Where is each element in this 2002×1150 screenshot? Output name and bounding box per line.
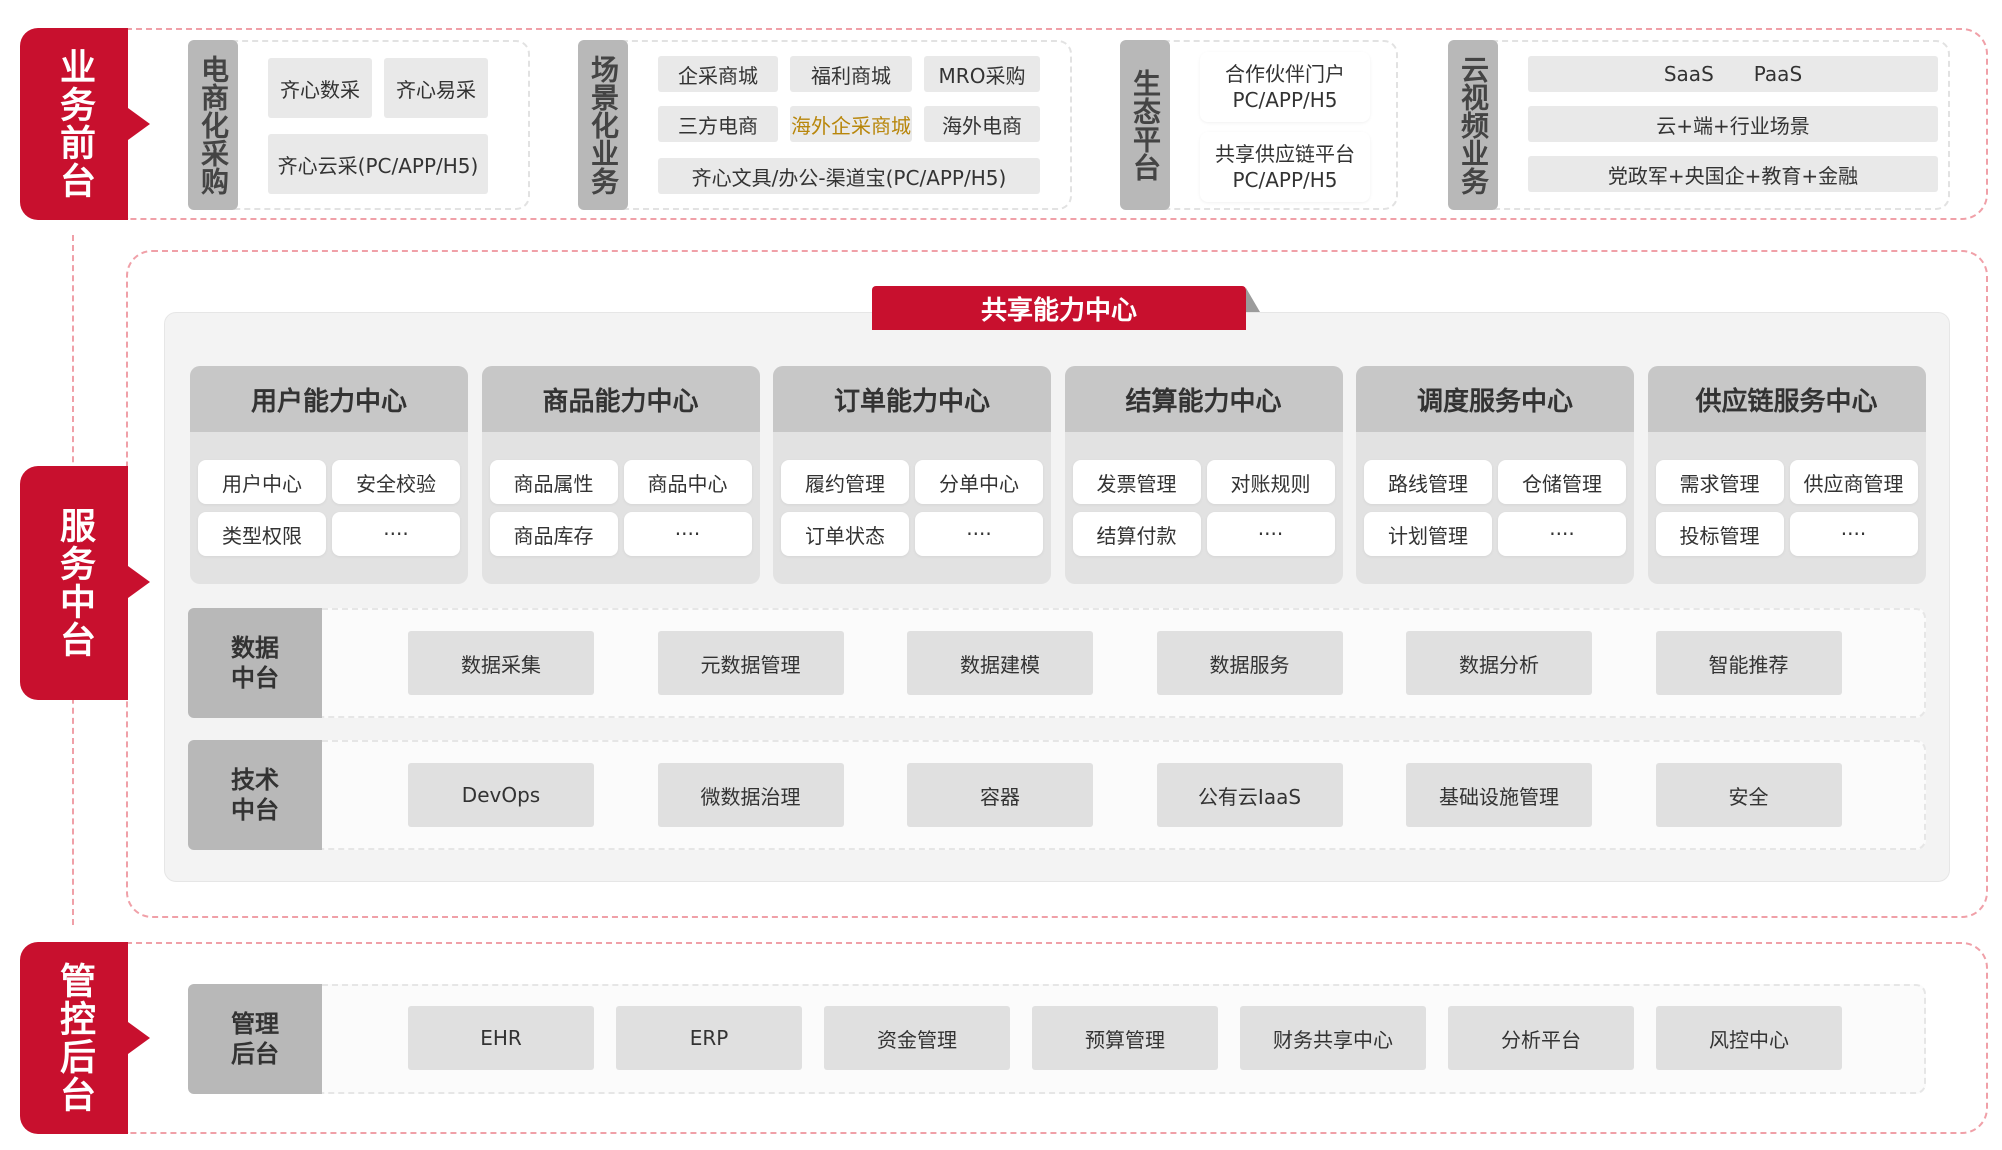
capability-card-title: 订单能力中心	[773, 366, 1051, 432]
front-layer-frame	[126, 28, 1988, 220]
tech-platform-item[interactable]: 微数据治理	[657, 763, 844, 827]
tech-platform-item[interactable]: 基础设施管理	[1406, 763, 1592, 827]
capability-item[interactable]: 仓储管理	[1498, 460, 1626, 504]
back-office-item[interactable]: EHR	[408, 1006, 594, 1070]
capability-card: 订单能力中心履约管理分单中心订单状态····	[773, 366, 1051, 584]
capability-item[interactable]: 分单中心	[915, 460, 1043, 504]
capability-item[interactable]: 商品中心	[623, 460, 752, 504]
layer-label-middle: 服务中台	[20, 466, 128, 700]
back-office-item[interactable]: 预算管理	[1032, 1006, 1218, 1070]
layer-label-front-text: 业务前台	[54, 48, 95, 200]
front-group-ecosystem-header: 生态平台	[1120, 40, 1170, 210]
data-platform-header: 数据 中台	[188, 608, 322, 718]
layer-label-middle-text: 服务中台	[54, 507, 95, 659]
capability-card-title: 用户能力中心	[190, 366, 468, 432]
front-tile-gov-enterprise[interactable]: 党政军+央国企+教育+金融	[1528, 156, 1938, 192]
data-platform-item[interactable]: 数据服务	[1156, 631, 1343, 695]
capability-more-item[interactable]: ····	[1206, 512, 1335, 556]
front-tile-qixin-yuncai[interactable]: 齐心云采(PC/APP/H5)	[268, 134, 488, 194]
front-tile-qicai-mall[interactable]: 企采商城	[658, 56, 778, 92]
title-notch-decoration	[1246, 288, 1260, 312]
front-arrow-icon	[128, 108, 150, 140]
front-group-procurement-header: 电商化采购	[188, 40, 238, 210]
layer-label-back: 管控后台	[20, 942, 128, 1134]
back-office-item[interactable]: 风控中心	[1656, 1006, 1842, 1070]
tech-platform-item[interactable]: 安全	[1655, 763, 1842, 827]
back-office-item[interactable]: 财务共享中心	[1240, 1006, 1426, 1070]
back-office-header: 管理 后台	[188, 984, 322, 1094]
capability-card-title: 商品能力中心	[481, 366, 760, 432]
capability-card-title: 调度服务中心	[1356, 366, 1634, 432]
front-tile-cloud-terminal[interactable]: 云+端+行业场景	[1528, 106, 1938, 142]
capability-card: 结算能力中心发票管理对账规则结算付款····	[1064, 366, 1343, 584]
capability-item[interactable]: 用户中心	[198, 460, 326, 504]
capability-more-item[interactable]: ····	[332, 512, 460, 556]
front-tile-partner-portal[interactable]: 合作伙伴门户 PC/APP/H5	[1200, 52, 1370, 122]
data-platform-item[interactable]: 元数据管理	[657, 631, 844, 695]
capability-item[interactable]: 供应商管理	[1789, 460, 1918, 504]
capability-item[interactable]: 结算付款	[1072, 512, 1201, 556]
front-tile-overseas-qicai[interactable]: 海外企采商城	[790, 106, 912, 142]
capability-item[interactable]: 商品库存	[489, 512, 618, 556]
front-tile-overseas-ecom[interactable]: 海外电商	[924, 106, 1040, 142]
back-office-item[interactable]: 分析平台	[1448, 1006, 1634, 1070]
capability-card: 用户能力中心用户中心安全校验类型权限····	[190, 366, 468, 584]
capability-more-item[interactable]: ····	[915, 512, 1043, 556]
middle-arrow-icon	[128, 566, 150, 598]
front-tile-qixin-yicai[interactable]: 齐心易采	[384, 58, 488, 118]
capability-item[interactable]: 投标管理	[1655, 512, 1784, 556]
front-tile-welfare-mall[interactable]: 福利商城	[790, 56, 912, 92]
layer-label-front: 业务前台	[20, 28, 128, 220]
capability-card: 供应链服务中心需求管理供应商管理投标管理····	[1647, 366, 1926, 584]
back-layer-frame	[126, 942, 1988, 1134]
front-tile-stationery[interactable]: 齐心文具/办公-渠道宝(PC/APP/H5)	[658, 158, 1040, 194]
capability-item[interactable]: 路线管理	[1364, 460, 1492, 504]
capability-card: 调度服务中心路线管理仓储管理计划管理····	[1356, 366, 1634, 584]
capability-item[interactable]: 商品属性	[489, 460, 618, 504]
front-group-scenario-header: 场景化业务	[578, 40, 628, 210]
capability-item[interactable]: 安全校验	[332, 460, 460, 504]
capability-item[interactable]: 需求管理	[1655, 460, 1784, 504]
back-arrow-icon	[128, 1022, 150, 1054]
front-tile-mro[interactable]: MRO采购	[924, 56, 1040, 92]
front-group-cloud-video-header: 云视频业务	[1448, 40, 1498, 210]
capability-more-item[interactable]: ····	[1789, 512, 1918, 556]
layer-label-back-text: 管控后台	[54, 962, 95, 1114]
capability-card-title: 供应链服务中心	[1647, 366, 1926, 432]
capability-item[interactable]: 履约管理	[781, 460, 909, 504]
capability-item[interactable]: 计划管理	[1364, 512, 1492, 556]
back-office-item[interactable]: 资金管理	[824, 1006, 1010, 1070]
tech-platform-item[interactable]: 公有云IaaS	[1156, 763, 1343, 827]
data-platform-item[interactable]: 数据采集	[408, 631, 594, 695]
front-tile-qixin-shucai[interactable]: 齐心数采	[268, 58, 372, 118]
capability-item[interactable]: 发票管理	[1072, 460, 1201, 504]
front-tile-third-party[interactable]: 三方电商	[658, 106, 778, 142]
capability-card: 商品能力中心商品属性商品中心商品库存····	[481, 366, 760, 584]
data-platform-item[interactable]: 智能推荐	[1655, 631, 1842, 695]
tech-platform-header: 技术 中台	[188, 740, 322, 850]
capability-card-title: 结算能力中心	[1064, 366, 1343, 432]
back-office-item[interactable]: ERP	[616, 1006, 802, 1070]
tech-platform-item[interactable]: DevOps	[408, 763, 594, 827]
capability-item[interactable]: 订单状态	[781, 512, 909, 556]
capability-item[interactable]: 类型权限	[198, 512, 326, 556]
capability-more-item[interactable]: ····	[623, 512, 752, 556]
front-tile-saas-paas[interactable]: SaaS PaaS	[1528, 56, 1938, 92]
tech-platform-item[interactable]: 容器	[907, 763, 1093, 827]
data-platform-item[interactable]: 数据建模	[907, 631, 1093, 695]
capability-more-item[interactable]: ····	[1498, 512, 1626, 556]
front-tile-shared-supply[interactable]: 共享供应链平台 PC/APP/H5	[1200, 132, 1370, 202]
data-platform-item[interactable]: 数据分析	[1406, 631, 1592, 695]
shared-capability-title: 共享能力中心	[872, 286, 1246, 330]
capability-item[interactable]: 对账规则	[1206, 460, 1335, 504]
